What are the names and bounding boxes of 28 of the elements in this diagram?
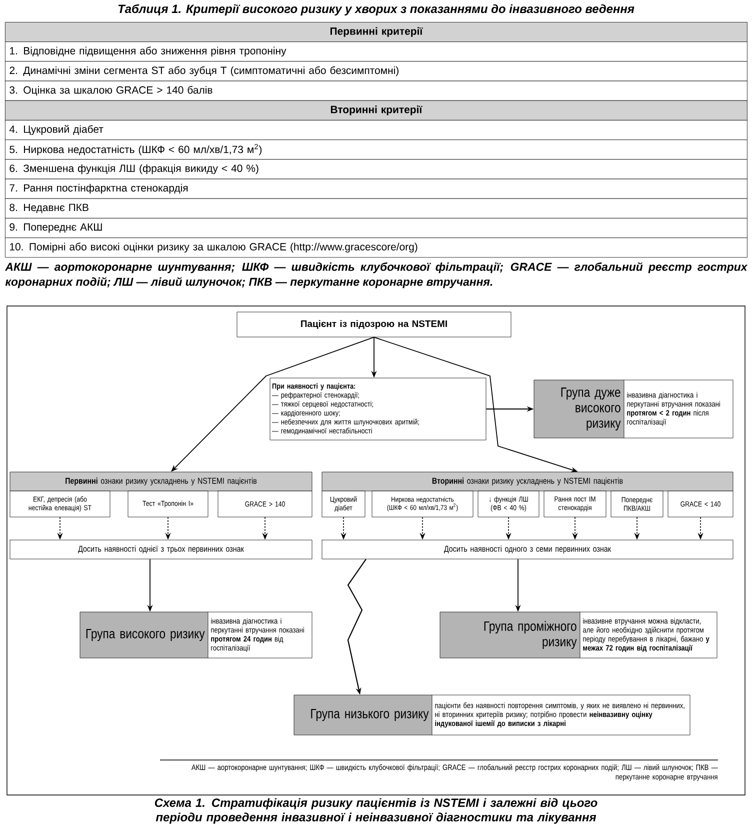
risk-group-box (440, 612, 718, 658)
group-name: Група низького ризику (311, 708, 429, 722)
caption: Схема 1. Стратифікація ризику пацієнтів із NSTEMI і залежні від цього періоди проведення інвазивної і неінвазивної діагностики та лікування (154, 798, 598, 824)
table-cell: 10. Помірні або високі оцінки ризику за шкалою GRACE (http://www.gracescore/org) (5, 238, 748, 258)
risk-group-box (534, 380, 734, 438)
table-cell: 4. Цукровий діабет (5, 120, 748, 140)
condition-bar: Досить наявності одного з семи первинних ознак (322, 540, 734, 560)
header-bar: Вторинні ознаки ризику ускладнень у NSTEMI пацієнтів (322, 472, 734, 492)
condition-bar: Досить наявності однієї з трьох первинних ознак (10, 540, 312, 560)
table-cell: 5. Ниркова недостатність (ШКФ < 60 мл/хв/1,73 м$^{2}$) (5, 140, 748, 160)
table-cell: 9. Попереднє АКШ (5, 218, 748, 238)
table-cell: 8. Недавнє ПКВ (5, 198, 748, 218)
table-cell: 3. Оцінка за шкалою GRACE > 140 балів (5, 80, 748, 101)
table-cell: 2. Динамічні зміни сегмента ST або зубця T (симптоматичні або безсимптомні) (5, 61, 748, 82)
table-cell: 1. Відповідне підвищення або зниження рівня тропоніну (5, 42, 748, 62)
header-bar: Первинні ознаки ризику ускладнень у NSTEMI пацієнтів (10, 472, 312, 492)
table-title: Таблиця 1. Критерії високого ризику у хворих з показаннями до інвазивного ведення (118, 4, 634, 16)
risk-group-box (294, 694, 690, 736)
table-cell: 7. Рання постінфарктна стенокардія (5, 178, 748, 199)
table-note: АКШ — аортокоронарне шунтування; ШКФ — швидкість клубочкової фільтрації; GRACE — глобальний реєстр гострих коронарних подій; ЛШ — лівий шлуночок; ПКВ — перкутанне коронарне втручання. (4, 262, 748, 288)
table-header-cell: Вторинні критерії (5, 100, 748, 120)
risk-group-box (80, 612, 312, 658)
group-name: Група дуже високого ризику (561, 388, 621, 430)
process-box: Пацієнт із підозрою на NSTEMI (236, 312, 512, 338)
group-name: Група проміжного ризику (484, 621, 577, 649)
table-cell: 6. Зменшена функція ЛШ (фракція викиду < 40 %) (5, 159, 748, 180)
table-header-cell: Первинні критерії (5, 22, 748, 42)
group-name: Група високого ризику (86, 628, 205, 642)
